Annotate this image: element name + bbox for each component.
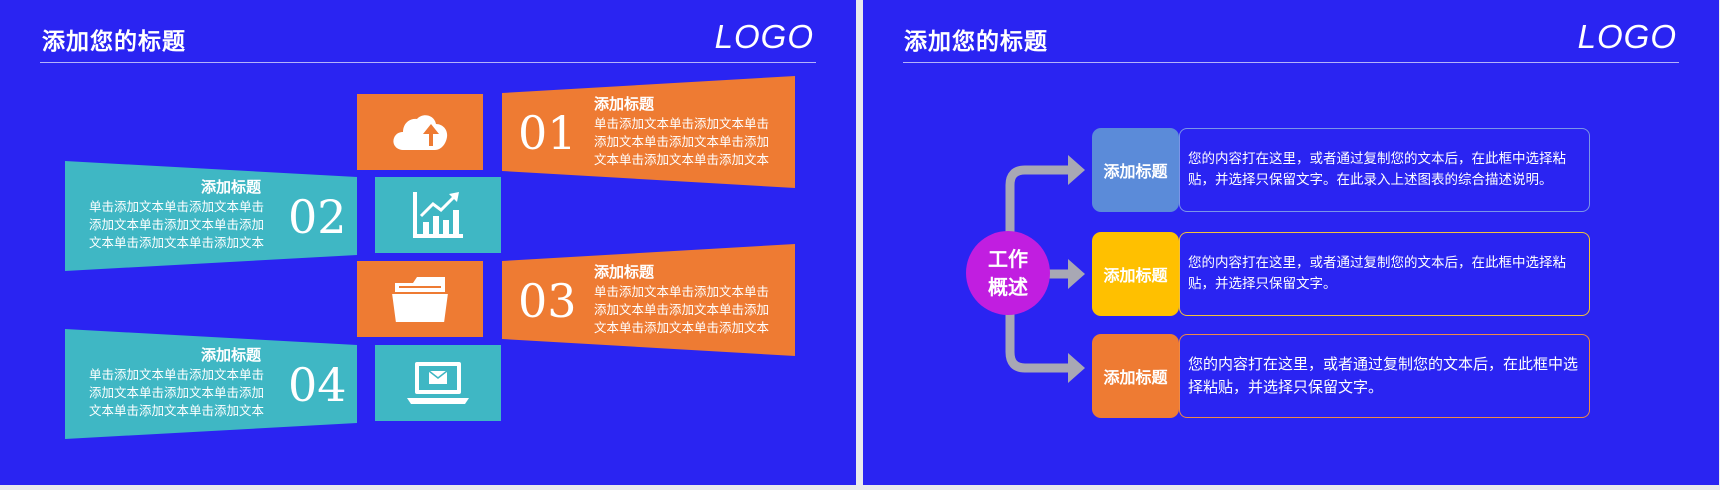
row-text-2-content: 您的内容打在这里，或者通过复制您的文本后，在此框中选择粘贴，并选择只保留文字。 [1188,255,1566,292]
banner-03 [502,244,795,356]
title-divider [40,62,816,63]
row-label-2: 添加标题 [1092,232,1179,316]
tile-02 [375,177,501,253]
slide-left: 添加您的标题 LOGO [0,0,856,485]
row-text-3: 您的内容打在这里，或者通过复制您的文本后，在此框中选择粘贴，并选择只保留文字。 [1179,334,1590,418]
arrow-head-bottom [1068,353,1085,383]
slide-title: 添加您的标题 [42,29,186,55]
slide-right: 添加您的标题 LOGO 工作 概述 添加标题 您的内容打在这里，或者通过复制您的… [863,0,1719,485]
step-body-02: 单击添加文本单击添加文本单击添加文本单击添加文本单击添加文本单击添加文本单击添加… [89,199,265,250]
cloud-upload-icon [393,115,448,150]
tile-03 [357,261,483,337]
row-label-1: 添加标题 [1092,128,1179,212]
arrow-head-middle [1068,259,1085,289]
step-number-01: 01 [518,106,577,160]
step-number-04: 04 [288,358,347,412]
center-circle: 工作 概述 [966,231,1050,315]
title-divider [903,62,1679,63]
banner-01 [502,76,795,188]
step-number-03: 03 [518,274,577,328]
step-body-03: 单击添加文本单击添加文本单击添加文本单击添加文本单击添加文本单击添加文本单击添加… [594,284,770,335]
logo: LOGO [714,18,814,55]
center-label-line2: 概述 [988,275,1028,299]
tile-04 [375,345,501,421]
banner-shapes [65,76,795,439]
slide-title: 添加您的标题 [904,29,1048,55]
step-body-01: 单击添加文本单击添加文本单击添加文本单击添加文本单击添加文本单击添加文本单击添加… [594,116,770,167]
folder-icon [389,277,451,324]
row-label-3: 添加标题 [1092,334,1179,418]
row-text-3-content: 您的内容打在这里，或者通过复制您的文本后，在此框中选择粘贴，并选择只保留文字。 [1188,355,1579,396]
tile-01 [357,94,483,170]
step-title-03: 添加标题 [594,263,655,281]
connector-arrows [982,155,1085,383]
laptop-mail-icon [407,362,469,404]
banner-02 [65,161,357,271]
step-number-02: 02 [288,190,347,244]
logo: LOGO [1577,18,1677,55]
row-text-1: 您的内容打在这里，或者通过复制您的文本后，在此框中选择粘贴，并选择只保留文字。在… [1179,128,1590,212]
step-title-02: 添加标题 [201,178,262,196]
center-label-line1: 工作 [988,247,1028,271]
step-body-04: 单击添加文本单击添加文本单击添加文本单击添加文本单击添加文本单击添加文本单击添加… [89,367,265,418]
banner-04 [65,329,357,439]
row-text-1-content: 您的内容打在这里，或者通过复制您的文本后，在此框中选择粘贴，并选择只保留文字。在… [1188,151,1566,188]
chart-icon [413,192,463,238]
step-title-04: 添加标题 [201,346,262,364]
arrow-head-top [1068,155,1085,185]
row-text-2: 您的内容打在这里，或者通过复制您的文本后，在此框中选择粘贴，并选择只保留文字。 [1179,232,1590,316]
step-title-01: 添加标题 [594,95,655,113]
